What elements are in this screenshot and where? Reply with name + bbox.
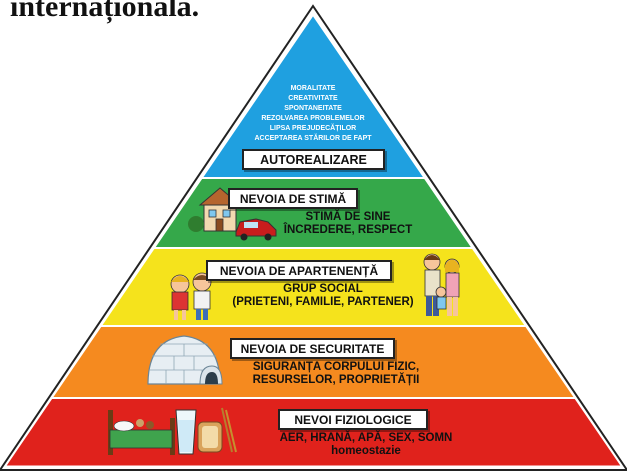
item-lack-of-prejudice: LIPSA PREJUDECĂȚILOR — [269, 125, 357, 132]
header-text-fragment: internațională. — [10, 0, 200, 23]
bed-icon — [108, 410, 175, 455]
glass-of-water-icon — [175, 409, 197, 455]
safety-desc-line-1: SIGURANȚA CORPULUI FIZIC, — [252, 361, 420, 373]
belonging-desc-line-1: GRUP SOCIAL — [283, 283, 363, 295]
belonging-desc-line-2: (PRIETENI, FAMILIE, PARTENER) — [232, 296, 414, 309]
belonging-description: GRUP SOCIAL (PRIETENI, FAMILIE, PARTENER… — [228, 283, 418, 309]
pyramid-outline — [0, 7, 627, 471]
bread-icon — [197, 407, 237, 453]
item-morality: MORALITATE — [290, 85, 336, 92]
house-icon — [188, 187, 242, 232]
esteem-description: STIMĂ DE SINE ÎNCREDERE, RESPECT — [268, 211, 428, 237]
car-icon — [235, 218, 277, 241]
item-creativity: CREATIVITATE — [288, 95, 338, 102]
item-problem-solving: REZOLVAREA PROBLEMELOR — [261, 115, 365, 122]
esteem-desc-line-2: ÎNCREDERE, RESPECT — [283, 224, 413, 237]
safety-desc-line-2: RESURSELOR, PROPRIETĂȚII — [252, 374, 420, 387]
physiological-desc-line-1: AER, HRANĂ, APĂ, SEX, SOMN — [279, 432, 453, 444]
belonging-title: NEVOIA DE APARTENENȚĂ — [206, 260, 392, 281]
item-acceptance-of-facts: ACCEPTAREA STĂRILOR DE FAPT — [254, 135, 372, 142]
esteem-title: NEVOIA DE STIMĂ — [228, 188, 358, 209]
kissing-kids-icon — [170, 272, 212, 320]
safety-description: SIGURANȚA CORPULUI FIZIC, RESURSELOR, PR… — [236, 361, 436, 387]
safety-title: NEVOIA DE SECURITATE — [230, 338, 395, 359]
esteem-desc-line-1: STIMĂ DE SINE — [305, 211, 391, 223]
self-actualization-items: MORALITATE CREATIVITATE SPONTANEITATE RE… — [238, 84, 388, 144]
igloo-icon — [147, 335, 223, 385]
family-icon — [423, 253, 460, 316]
physiological-title: NEVOI FIZIOLOGICE — [278, 409, 428, 430]
physiological-desc-line-2: homeostazie — [331, 445, 401, 458]
physiological-description: AER, HRANĂ, APĂ, SEX, SOMN homeostazie — [266, 432, 466, 458]
self-actualization-label: AUTOREALIZARE — [242, 149, 385, 170]
item-spontaneity: SPONTANEITATE — [284, 105, 342, 112]
